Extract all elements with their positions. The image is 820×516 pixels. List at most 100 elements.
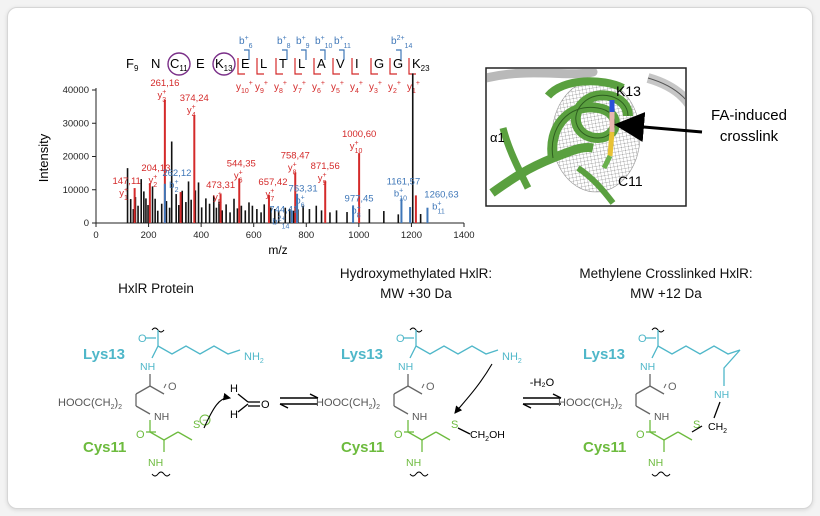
peak-ion-label: y+3 <box>157 89 166 104</box>
attack-arrow <box>203 392 232 429</box>
y-ion-label: y9+ <box>255 80 268 95</box>
lys-chain-extension <box>723 349 741 386</box>
peak-ion-label: b+6 <box>295 195 304 210</box>
bond <box>237 393 249 403</box>
residue-l: L <box>298 56 305 71</box>
structure-panel: K13 C11 α1 FA-induced crosslink <box>485 67 787 207</box>
y-axis-label: Intensity <box>36 133 51 182</box>
water-loss-label: -H₂O <box>530 377 555 389</box>
x-tick-label: 1000 <box>348 230 369 241</box>
residue-l: L <box>260 56 267 71</box>
residue-t: T <box>279 56 287 71</box>
lys13-label: Lys13 <box>83 346 125 363</box>
equilibrium-arrow-head <box>522 403 532 409</box>
peak-value-label: 758,47 <box>281 150 310 161</box>
methylene-label: CH2 <box>708 421 727 435</box>
hydrogen-label: H <box>230 409 238 421</box>
y-tick-label: 10000 <box>63 185 89 196</box>
b-ion-bracket <box>320 49 326 60</box>
peak-ion-label: b+11 <box>432 201 445 216</box>
residue-a: A <box>317 56 326 71</box>
equilibrium-arrow-head <box>279 403 289 409</box>
y-ion-label: y7+ <box>293 80 306 95</box>
oxygen-label: O <box>668 381 677 393</box>
peak-ion-label: b+8 <box>351 204 360 219</box>
bond <box>421 431 437 441</box>
oxygen-label: O <box>261 399 270 411</box>
bond <box>151 345 159 359</box>
bond <box>635 385 651 395</box>
b-ion-bracket <box>396 49 402 60</box>
x-tick-label: 1200 <box>401 230 422 241</box>
residue-k: K13 <box>215 56 233 73</box>
peak-ion-label: y+8 <box>288 161 297 176</box>
bond <box>409 345 417 359</box>
b-ion-label: b+9 <box>296 35 310 50</box>
amine-label: NH2 <box>502 351 522 365</box>
x-tick-label: 600 <box>246 230 262 241</box>
y-ion-label: y3+ <box>369 80 382 95</box>
hydroxymethyl-label: CH2OH <box>470 429 505 443</box>
peak-ion-label: b+2 <box>169 179 178 194</box>
y-ion-label: y4+ <box>350 80 363 95</box>
peak-value-label: 473,31 <box>206 180 235 191</box>
label-k13: K13 <box>616 83 641 99</box>
label-alpha1: α1 <box>490 130 505 145</box>
attack-arrow <box>454 363 493 414</box>
gray-chain <box>487 69 598 83</box>
cys11-label: Cys11 <box>83 439 126 456</box>
amide-nh-label: NH <box>654 411 669 423</box>
amide-nh-label: NH <box>412 411 427 423</box>
residue-circle <box>212 52 236 76</box>
sulfur-label: S <box>193 419 200 431</box>
wiggle-bond <box>651 471 671 477</box>
title-right-2: MW +12 Da <box>630 286 702 301</box>
oxygen-label: O <box>136 429 145 441</box>
bond <box>135 405 151 415</box>
amide-nh-label: NH <box>406 457 421 469</box>
y-ion-bracket <box>370 58 378 75</box>
y-ion-bracket <box>294 58 302 75</box>
peak-value-label: 204,13 <box>141 163 170 174</box>
bond <box>649 385 665 395</box>
bond <box>651 345 659 359</box>
bond <box>149 431 165 441</box>
peak-value-label: 1161,57 <box>387 176 421 187</box>
amide-nh-label: NH <box>154 411 169 423</box>
y-ion-label: y10+ <box>236 80 253 95</box>
residue-f: F9 <box>126 56 139 73</box>
peak-value-label: 1000,60 <box>342 129 376 140</box>
callout-arrow <box>614 112 703 142</box>
side-chain-acid-label: HOOC(CH2)2 <box>316 397 380 411</box>
x-tick-label: 400 <box>193 230 209 241</box>
bond <box>237 403 249 413</box>
bond <box>149 385 165 395</box>
side-chain-acid-label: HOOC(CH2)2 <box>58 397 122 411</box>
amide-nh-label: NH <box>648 457 663 469</box>
b-ion-bracket <box>301 49 307 60</box>
bond <box>393 405 409 415</box>
side-chain-acid-label: HOOC(CH2)2 <box>558 397 622 411</box>
bond <box>163 383 167 389</box>
y-tick-label: 20000 <box>63 152 89 163</box>
amine-nh-label: NH <box>714 389 729 401</box>
x-tick-label: 0 <box>93 230 98 241</box>
residue-e: E <box>196 56 205 71</box>
lys13-label: Lys13 <box>583 346 625 363</box>
callout-line1: FA-induced <box>711 107 787 124</box>
residue-e: E <box>241 56 250 71</box>
y-ion-label: y5+ <box>331 80 344 95</box>
bond <box>421 383 425 389</box>
title-mid-1: Hydroxymethylated HxlR: <box>340 266 492 281</box>
peak-value-label: 374,24 <box>180 93 209 104</box>
b-ion-bracket <box>244 49 250 60</box>
bond <box>135 385 151 395</box>
x-tick-label: 200 <box>141 230 157 241</box>
sulfur-label: S <box>693 419 700 431</box>
b-ion-label: b+10 <box>315 35 333 50</box>
x-axis-label: m/z <box>268 243 287 257</box>
residue-n: N <box>151 56 160 71</box>
amine-label: NH2 <box>244 351 264 365</box>
y-ion-bracket <box>275 58 283 75</box>
